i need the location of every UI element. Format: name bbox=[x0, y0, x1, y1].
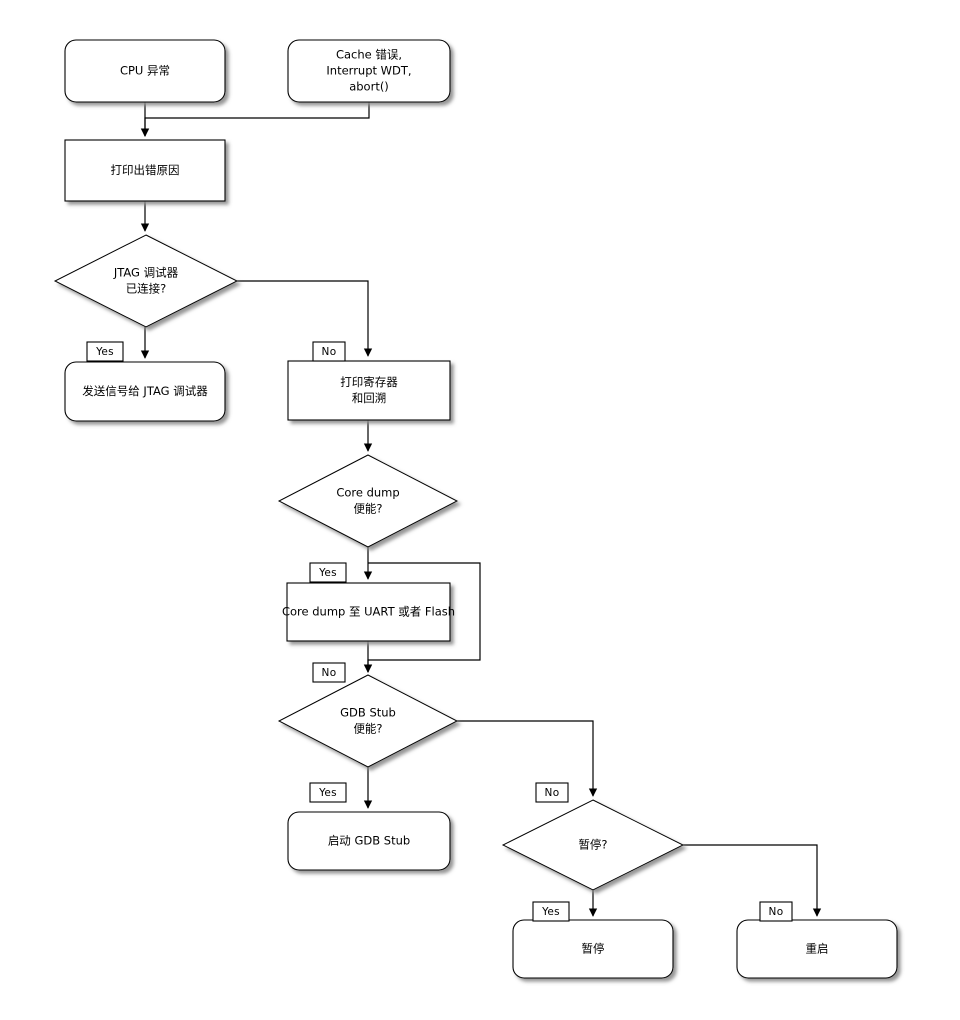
edge-cache-to-print bbox=[140, 102, 370, 137]
node-send-signal-to-jtag-debugger[interactable]: 发送信号给 JTAG 调试器 bbox=[64, 361, 226, 422]
node-label-print-registers-and-backtrace-line-2: 和回溯 bbox=[352, 391, 387, 405]
edge-label-text: No bbox=[322, 667, 337, 679]
shape-diamond bbox=[277, 674, 459, 768]
node-cache-error[interactable]: Cache 错误, Interrupt WDT, abort() bbox=[287, 39, 451, 103]
edge-label-text: Yes bbox=[318, 567, 337, 579]
node-label-halt-decision-line-1: 暂停? bbox=[578, 838, 607, 852]
node-cpu-exception[interactable]: CPU 异常 bbox=[64, 39, 226, 103]
edge-label-box bbox=[759, 901, 793, 922]
shape-rounded-rect bbox=[64, 39, 226, 103]
edge-halt-no-edge bbox=[683, 844, 822, 917]
shape-diamond bbox=[53, 234, 239, 328]
node-halt[interactable]: 暂停 bbox=[512, 919, 674, 979]
node-label-cache-error-line-2: Interrupt WDT, bbox=[326, 64, 411, 78]
edge-label-box bbox=[535, 782, 569, 803]
shape-rounded-rect bbox=[736, 919, 898, 979]
node-label-jtag-debugger-connected-line-1: JTAG 调试器 bbox=[113, 266, 179, 280]
edge-jtag-no-edge bbox=[237, 280, 373, 357]
edge-label-text: Yes bbox=[541, 906, 560, 918]
node-label-halt-line-1: 暂停 bbox=[582, 942, 605, 956]
node-label-gdb-stub-enabled-line-1: GDB Stub bbox=[340, 706, 396, 720]
shape-rect bbox=[64, 139, 226, 202]
edge-label-box bbox=[532, 901, 570, 922]
node-label-core-dump-enabled-line-2: 便能? bbox=[353, 502, 382, 516]
node-core-dump-enabled[interactable]: Core dump 便能? bbox=[277, 454, 459, 548]
node-label-start-gdb-stub-line-1: 启动 GDB Stub bbox=[328, 834, 410, 848]
node-label-cache-error-line-3: abort() bbox=[349, 80, 389, 94]
edge-label-text: No bbox=[769, 906, 784, 918]
shape-rounded-rect bbox=[287, 811, 451, 871]
edge-label-gdbstub-no: No bbox=[535, 782, 569, 803]
edge-gdbstub-no-edge bbox=[457, 720, 598, 797]
edge-label-box bbox=[312, 341, 346, 362]
edges-layer bbox=[140, 102, 822, 917]
edge-label-gdbstub-yes: Yes bbox=[309, 782, 347, 803]
shape-diamond bbox=[277, 454, 459, 548]
edge-label-coredump-yes: Yes bbox=[309, 562, 347, 583]
node-label-cache-error-line-1: Cache 错误, bbox=[336, 48, 402, 62]
edge-label-text: No bbox=[322, 346, 337, 358]
shape-rounded-rect bbox=[287, 39, 451, 103]
shape-rect bbox=[286, 582, 451, 642]
edge-label-text: Yes bbox=[318, 787, 337, 799]
node-halt-decision[interactable]: 暂停? bbox=[501, 799, 685, 891]
edge-label-jtag-yes: Yes bbox=[86, 341, 124, 362]
node-label-reboot-line-1: 重启 bbox=[806, 942, 829, 956]
node-reboot[interactable]: 重启 bbox=[736, 919, 898, 979]
edge-label-text: Yes bbox=[95, 346, 114, 358]
shape-rounded-rect bbox=[64, 361, 226, 422]
node-gdb-stub-enabled[interactable]: GDB Stub 便能? bbox=[277, 674, 459, 768]
node-label-jtag-debugger-connected-line-2: 已连接? bbox=[126, 282, 167, 296]
node-label-print-error-reason-line-1: 打印出错原因 bbox=[111, 163, 180, 177]
edge-label-box bbox=[309, 782, 347, 803]
edge-label-box bbox=[86, 341, 124, 362]
edge-label-jtag-no: No bbox=[312, 341, 346, 362]
node-label-print-registers-and-backtrace-line-1: 打印寄存器 bbox=[340, 375, 398, 389]
node-core-dump-to-uart-or-flash[interactable]: Core dump 至 UART 或者 Flash bbox=[282, 582, 455, 642]
node-label-gdb-stub-enabled-line-2: 便能? bbox=[353, 722, 382, 736]
edge-label-halt-yes: Yes bbox=[532, 901, 570, 922]
shape-rounded-rect bbox=[512, 919, 674, 979]
node-label-core-dump-enabled-line-1: Core dump bbox=[336, 486, 399, 500]
edge-label-halt-no: No bbox=[759, 901, 793, 922]
node-print-error-reason[interactable]: 打印出错原因 bbox=[64, 139, 226, 202]
edge-label-coredump-no: No bbox=[312, 662, 346, 683]
edge-label-box bbox=[312, 662, 346, 683]
node-label-core-dump-to-uart-or-flash-line-1: Core dump 至 UART 或者 Flash bbox=[282, 605, 455, 619]
shape-rect bbox=[287, 360, 451, 421]
node-label-cpu-exception-line-1: CPU 异常 bbox=[120, 64, 170, 78]
node-start-gdb-stub[interactable]: 启动 GDB Stub bbox=[287, 811, 451, 871]
edge-label-box bbox=[309, 562, 347, 583]
shape-diamond bbox=[501, 799, 685, 891]
edge-label-text: No bbox=[545, 787, 560, 799]
node-label-send-signal-to-jtag-debugger-line-1: 发送信号给 JTAG 调试器 bbox=[82, 384, 208, 398]
nodes-layer: CPU 异常 Cache 错误, Interrupt WDT, abort() 打印出错… bbox=[53, 39, 898, 979]
